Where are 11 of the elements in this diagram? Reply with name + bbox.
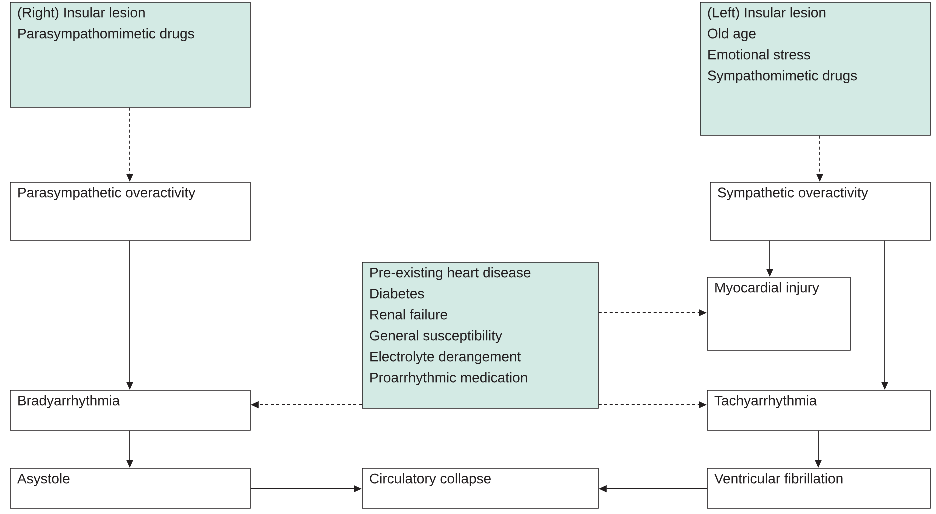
factor-box: Pre-existing heart disease Diabetes Renal failure General susceptibility Electrolyte derangement Proarrhythmic medication	[362, 262, 599, 409]
process-box: Asystole	[10, 468, 251, 509]
process-box: Bradyarrhythmia	[10, 390, 251, 431]
process-box: Myocardial injury	[707, 277, 851, 351]
process-box: Ventricular fibrillation	[707, 468, 931, 509]
factor-box: (Left) Insular lesion Old age Emotional stress Sympathomimetic drugs	[700, 2, 931, 136]
process-box: Circulatory collapse	[362, 468, 599, 509]
process-box: Tachyarrhythmia	[707, 390, 931, 431]
process-box: Parasympathetic overactivity	[10, 182, 251, 241]
factor-box: (Right) Insular lesion Parasympathomimetic drugs	[10, 2, 251, 108]
process-box: Sympathetic overactivity	[710, 182, 931, 241]
